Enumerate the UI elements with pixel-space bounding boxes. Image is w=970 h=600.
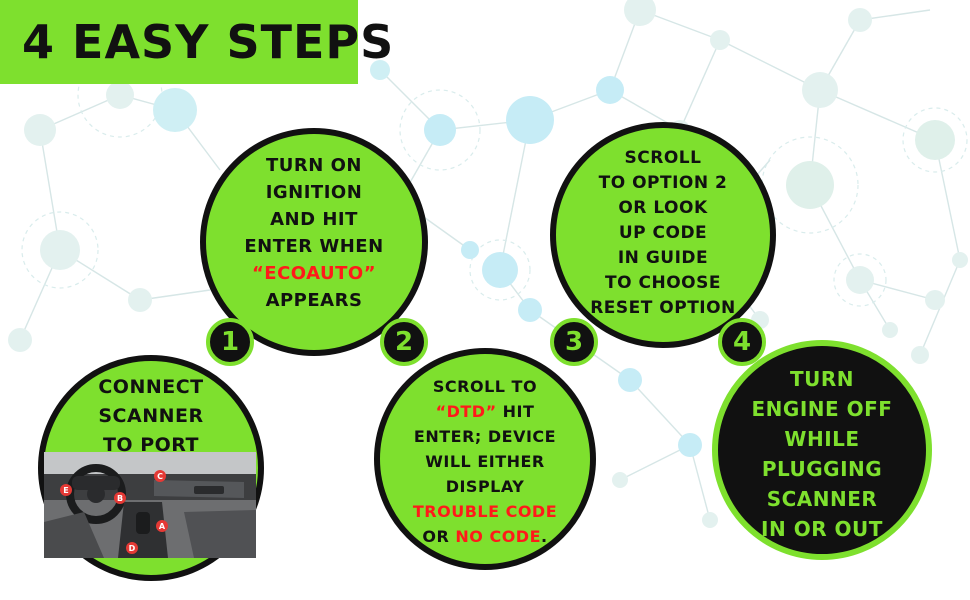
step-4-line: UP CODE	[618, 223, 708, 243]
trouble-code-highlight: TROUBLE CODE	[412, 502, 558, 521]
port-label-e: E	[63, 486, 68, 495]
step-4-circle: SCROLL TO OPTION 2 OR LOOK UP CODE IN GU…	[550, 122, 776, 348]
step-number-badge-2: 2	[380, 318, 428, 366]
step-4-line: IN GUIDE	[617, 248, 709, 268]
step-number-badge-1: 1	[206, 318, 254, 366]
port-marker-a	[156, 520, 168, 532]
port-marker-c	[154, 470, 166, 482]
title-banner: 4 EASY STEPS	[0, 0, 393, 84]
step-2-circle: TURN ON IGNITION AND HIT ENTER WHEN “ECO…	[200, 128, 428, 356]
warning-line: PLUGGING	[761, 457, 883, 481]
step-4-line: SCROLL	[624, 148, 702, 168]
period-text: .	[541, 527, 548, 546]
or-text: OR	[422, 527, 456, 546]
step-1-line: TO PORT	[102, 434, 200, 456]
step-3-line: ENTER; DEVICE	[413, 427, 557, 446]
step-4-text: SCROLL TO OPTION 2 OR LOOK UP CODE IN GU…	[556, 146, 770, 321]
port-label-b: B	[117, 494, 123, 503]
step-2-line: TURN ON	[266, 155, 362, 176]
port-label-d: D	[129, 544, 136, 553]
step-3-circle: SCROLL TO “DTD” HIT ENTER; DEVICE WILL E…	[374, 348, 596, 570]
step-2-line: IGNITION	[265, 182, 363, 203]
step-4-line: RESET OPTION	[590, 298, 736, 318]
warning-circle: TURN ENGINE OFF WHILE PLUGGING SCANNER I…	[712, 340, 932, 560]
hit-text: HIT	[496, 402, 535, 421]
step-2-line: ENTER WHEN	[244, 236, 384, 257]
step-2-line: AND HIT	[270, 209, 358, 230]
port-marker-e	[60, 484, 72, 496]
step-1-line: SCANNER	[98, 405, 204, 427]
port-marker-d	[126, 542, 138, 554]
step-4-line: TO CHOOSE	[605, 273, 721, 293]
car-interior-image: A B C D E	[44, 452, 256, 558]
step-3-line: OR NO CODE.	[380, 524, 590, 549]
step-1-line: CONNECT	[98, 376, 204, 398]
warning-line: TURN	[789, 367, 855, 391]
port-label-a: A	[159, 522, 166, 531]
dtd-highlight: “DTD”	[435, 402, 497, 421]
step-3-line: SCROLL TO	[432, 377, 538, 396]
banner-title: 4 EASY STEPS	[22, 15, 395, 69]
step-number-badge-4: 4	[718, 318, 766, 366]
no-code-highlight: NO CODE	[455, 527, 542, 546]
warning-line: IN OR OUT	[761, 517, 883, 541]
port-marker-b	[114, 492, 126, 504]
step-3-line: WILL EITHER	[425, 452, 545, 471]
step-4-line: TO OPTION 2	[598, 173, 728, 193]
step-2-highlight: “ECOAUTO”	[251, 263, 377, 284]
step-4-line: OR LOOK	[618, 198, 708, 218]
step-3-text: SCROLL TO “DTD” HIT ENTER; DEVICE WILL E…	[380, 374, 590, 549]
step-2-text: TURN ON IGNITION AND HIT ENTER WHEN “ECO…	[206, 152, 422, 314]
port-label-c: C	[157, 472, 163, 481]
step-3-line: “DTD” HIT	[380, 399, 590, 424]
step-3-line: DISPLAY	[445, 477, 525, 496]
warning-line: SCANNER	[766, 487, 878, 511]
warning-line: WHILE	[784, 427, 860, 451]
warning-text: TURN ENGINE OFF WHILE PLUGGING SCANNER I…	[718, 364, 926, 544]
step-number-badge-3: 3	[550, 318, 598, 366]
step-1-text: CONNECT SCANNER TO PORT	[44, 373, 258, 460]
warning-line: ENGINE OFF	[751, 397, 893, 421]
step-2-line: APPEARS	[265, 290, 363, 311]
